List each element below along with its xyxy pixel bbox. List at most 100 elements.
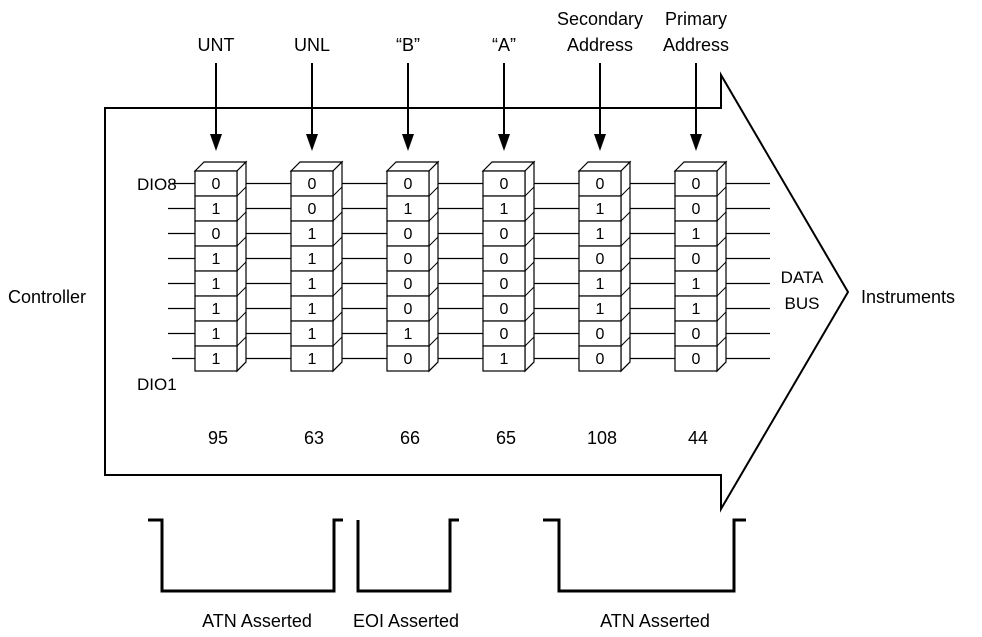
bit-cell-edge: [332, 336, 343, 347]
bit-value: 0: [404, 251, 413, 268]
bit-cell-edge: [428, 286, 439, 297]
bit-value: 0: [692, 351, 701, 368]
bit-value: 0: [692, 201, 701, 218]
bit-cell: [290, 320, 334, 347]
bit-cell-edge: [716, 211, 727, 222]
bit-cell-edge: [620, 286, 631, 297]
bit-cell-edge: [236, 286, 247, 297]
bit-cell-edge: [524, 286, 535, 297]
bit-cell-edge: [236, 261, 247, 272]
bit-cell: [386, 345, 430, 372]
bit-value: 0: [404, 176, 413, 193]
bit-cell-edge: [716, 236, 727, 247]
bit-cell-edge: [236, 211, 247, 222]
bit-value: 0: [500, 326, 509, 343]
bit-cell: [482, 245, 526, 272]
bit-cell-edge: [236, 311, 247, 322]
byte-label: Address: [663, 35, 729, 55]
bit-value: 0: [404, 301, 413, 318]
bit-cell-edge: [332, 261, 343, 272]
bit-cell-edge: [428, 311, 439, 322]
bit-cell: [194, 220, 238, 247]
bit-value: 1: [404, 201, 413, 218]
bit-cell: [386, 170, 430, 197]
bit-value: 1: [500, 201, 509, 218]
bit-cell: [578, 170, 622, 197]
byte-label: Address: [567, 35, 633, 55]
bit-cell-edge: [716, 311, 727, 322]
bit-value: 1: [596, 276, 605, 293]
bit-cell: [386, 195, 430, 222]
eoi-signal: [356, 518, 459, 593]
bit-cell: [194, 195, 238, 222]
bit-cell-edge: [620, 236, 631, 247]
data-bus-label-line2: BUS: [785, 294, 820, 313]
bit-value: 1: [212, 301, 221, 318]
bit-value: 0: [212, 226, 221, 243]
byte-label: “B”: [396, 35, 420, 55]
bit-value: 0: [308, 201, 317, 218]
bit-value: 1: [212, 201, 221, 218]
bit-value: 1: [692, 276, 701, 293]
bit-cell: [290, 345, 334, 372]
bit-value: 1: [404, 326, 413, 343]
bit-value: 1: [500, 351, 509, 368]
bit-value: 0: [692, 326, 701, 343]
bit-cell: [194, 270, 238, 297]
byte-value: 44: [688, 428, 708, 448]
arrowhead-icon: [306, 134, 318, 151]
bit-cell-edge: [524, 211, 535, 222]
bit-value: 1: [308, 276, 317, 293]
bit-value: 1: [308, 326, 317, 343]
bit-cell-edge: [332, 211, 343, 222]
bit-value: 0: [596, 251, 605, 268]
byte-value: 108: [587, 428, 617, 448]
bit-cell-edge: [332, 236, 343, 247]
bit-cell: [482, 220, 526, 247]
bit-value: 0: [308, 176, 317, 193]
bit-cell-edge: [236, 361, 247, 372]
bit-cell-edge: [332, 186, 343, 197]
signal-waveforms: [148, 518, 746, 593]
bit-cell-edge: [524, 336, 535, 347]
bit-value: 1: [212, 326, 221, 343]
bit-cell: [194, 320, 238, 347]
bit-cell-edge: [332, 286, 343, 297]
bytes-layer: UNT0101111195UNL0011111163“B”0100001066“…: [193, 9, 729, 448]
data-bus-arrow: [104, 71, 850, 513]
byte-label: UNT: [198, 35, 235, 55]
bit-cell-edge: [332, 311, 343, 322]
bit-cell-edge: [620, 361, 631, 372]
bit-cell-edge: [428, 261, 439, 272]
bit-cell-edge: [428, 236, 439, 247]
bit-value: 0: [500, 226, 509, 243]
bit-cell-edge: [524, 186, 535, 197]
bit-value: 0: [500, 251, 509, 268]
bit-cell: [482, 270, 526, 297]
bit-value: 0: [692, 251, 701, 268]
dio8-label: DIO8: [137, 175, 177, 194]
bit-cell-edge: [428, 186, 439, 197]
bit-value: 1: [212, 276, 221, 293]
bit-value: 0: [212, 176, 221, 193]
bit-value: 1: [212, 351, 221, 368]
bit-cell: [578, 220, 622, 247]
byte-label: Secondary: [557, 9, 643, 29]
controller-label: Controller: [8, 287, 86, 307]
atn-signal-1: [148, 518, 343, 593]
bit-value: 0: [404, 226, 413, 243]
bit-cell-edge: [620, 186, 631, 197]
arrowhead-icon: [690, 134, 702, 151]
signal-label-atn-1: ATN Asserted: [202, 611, 312, 631]
bit-cell-edge: [236, 336, 247, 347]
bit-value: 1: [692, 301, 701, 318]
byte-value: 95: [208, 428, 228, 448]
bit-cell: [674, 345, 718, 372]
bit-cell-edge: [620, 336, 631, 347]
bit-value: 1: [308, 351, 317, 368]
